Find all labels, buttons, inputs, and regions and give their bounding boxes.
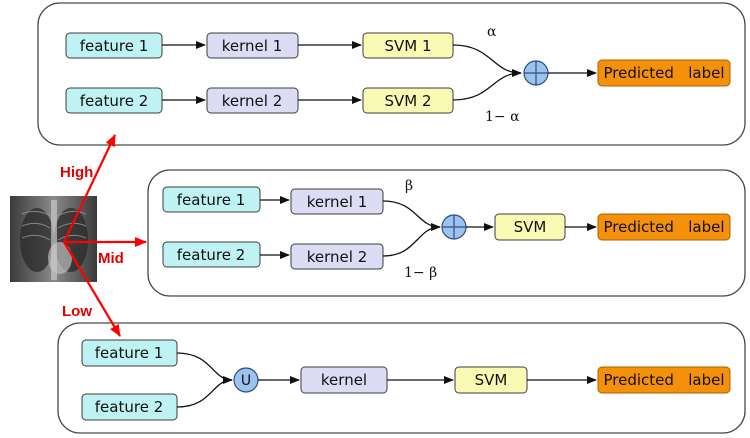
mid-level-label: Mid (98, 250, 124, 267)
mid-curve-k1 (382, 200, 441, 231)
low-svm-label: SVM (475, 371, 508, 389)
high-predicted-label-box (597, 59, 731, 87)
low-kernel-label: kernel (321, 371, 367, 389)
high-weight-alpha: α (487, 24, 497, 40)
mid-svm-label: SVM (514, 218, 547, 236)
low-level-label: Low (62, 303, 92, 320)
high-feature-1-label: feature 1 (80, 37, 148, 55)
low-predicted-label-text: Predicted label (604, 371, 725, 389)
mid-feature-1-label: feature 1 (177, 191, 245, 209)
mid-feature-2-label: feature 2 (177, 246, 245, 264)
high-predicted-label-text: Predicted label (604, 64, 725, 82)
high-feature-2-label: feature 2 (80, 92, 148, 110)
low-curve-f1 (176, 352, 233, 384)
chest-xray-image (10, 196, 97, 282)
high-level-label: High (60, 164, 93, 181)
high-svm-2-label: SVM 2 (384, 92, 431, 110)
high-plus-operator-icon (523, 60, 549, 86)
high-curve-svm1 (452, 44, 522, 77)
high-level-arrow (63, 134, 116, 243)
mid-kernel-2-label: kernel 2 (307, 248, 368, 266)
high-weight-one-minus-alpha: 1− α (485, 109, 520, 125)
mid-predicted-label-text: Predicted label (604, 218, 725, 236)
low-predicted-label-box (597, 366, 731, 394)
high-level-panel: feature 1 kernel 1 SVM 1 feature 2 kerne… (37, 2, 746, 146)
mid-weight-one-minus-beta: 1− β (404, 265, 437, 281)
low-union-operator-label: U (241, 373, 251, 389)
mid-kernel-1-label: kernel 1 (307, 193, 368, 211)
mid-curve-k2 (382, 226, 441, 257)
mid-plus-operator-icon (441, 214, 467, 240)
high-kernel-1-label: kernel 1 (222, 37, 283, 55)
mid-weight-beta: β (405, 178, 413, 194)
low-feature-1-label: feature 1 (95, 344, 163, 362)
low-feature-2-label: feature 2 (95, 398, 163, 416)
high-kernel-2-label: kernel 2 (222, 92, 283, 110)
mid-predicted-label-box (597, 213, 731, 241)
mid-level-panel: feature 1 kernel 1 feature 2 kernel 2 β … (147, 169, 746, 297)
low-level-panel: feature 1 feature 2 U kernel SVM Predict… (57, 322, 746, 434)
high-svm-1-label: SVM 1 (384, 37, 431, 55)
low-level-arrow (63, 241, 121, 337)
low-curve-f2 (176, 379, 233, 408)
high-curve-svm2 (452, 72, 522, 101)
